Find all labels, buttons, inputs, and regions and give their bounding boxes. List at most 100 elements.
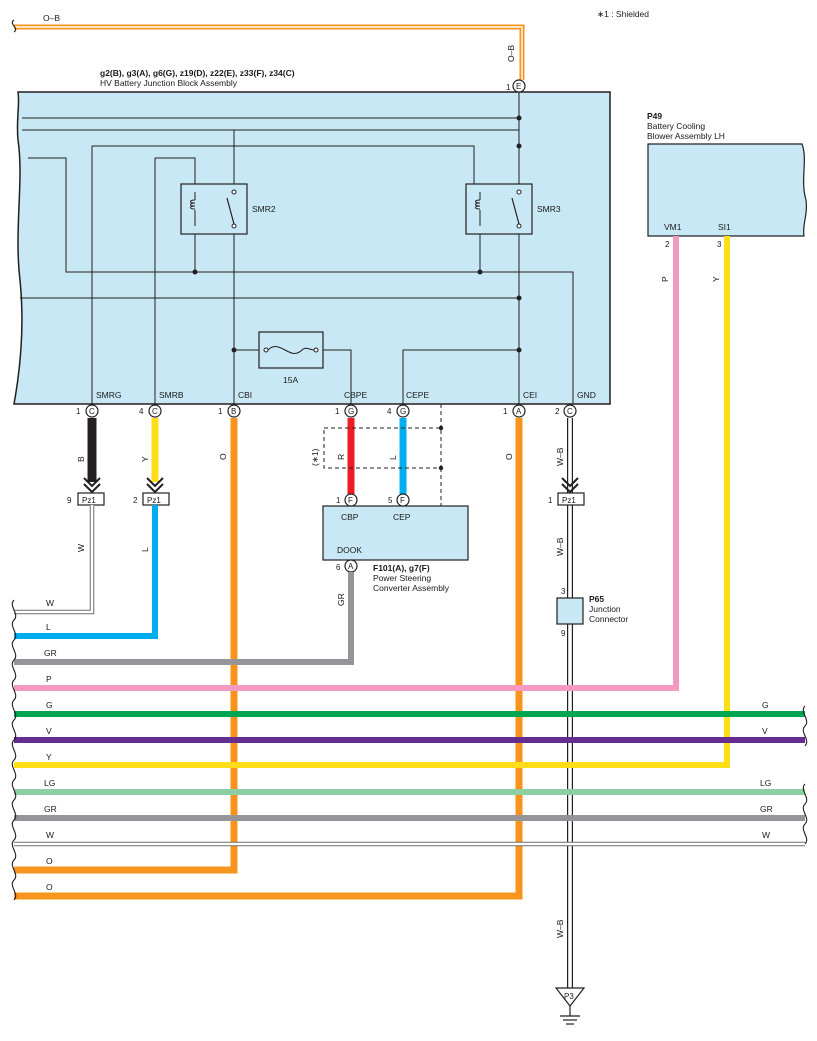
fuse-rating: 15A xyxy=(283,375,298,385)
pz1-connector-3: 1 Pz1 xyxy=(548,492,585,506)
blower-name1: Battery Cooling xyxy=(647,121,705,131)
blower-name2: Blower Assembly LH xyxy=(647,131,725,141)
blower-box xyxy=(647,143,808,237)
converter-pin-cep: 5 F xyxy=(388,493,410,507)
terminal-cbpe-label: CBPE xyxy=(344,390,367,400)
ground-label: P3 xyxy=(564,992,574,1001)
converter-dook-label: DOOK xyxy=(337,545,362,555)
svg-text:Pz1: Pz1 xyxy=(562,496,576,505)
terminal-smrg-connector: 1 C xyxy=(76,404,99,418)
bus-label-w-right: W xyxy=(762,830,770,840)
svg-text:5: 5 xyxy=(388,496,393,505)
svg-text:1: 1 xyxy=(548,496,553,505)
bus-label-lg-right: LG xyxy=(760,778,771,788)
converter-name1: Power Steering xyxy=(373,573,431,583)
fuse-15a xyxy=(258,331,324,369)
svg-text:1: 1 xyxy=(503,407,508,416)
svg-text:A: A xyxy=(348,562,354,571)
svg-text:4: 4 xyxy=(387,407,392,416)
svg-text:E: E xyxy=(516,82,521,91)
wire-label-r: R xyxy=(336,454,346,460)
wire-cei-orange xyxy=(14,418,523,900)
wire-label-o-cbi: O xyxy=(218,453,228,460)
wire-w-from-pz1 xyxy=(14,505,95,615)
svg-text:Pz1: Pz1 xyxy=(147,496,161,505)
junction-pin-top: 3 xyxy=(561,587,566,596)
wire-label-ob-left: O–B xyxy=(43,13,60,23)
svg-text:G: G xyxy=(348,407,354,416)
bus-label-o: O xyxy=(46,856,53,866)
wire-ob-top xyxy=(14,24,525,80)
junction-name1: Junction xyxy=(589,604,621,614)
svg-text:1: 1 xyxy=(218,407,223,416)
hv-block-junction-dots xyxy=(192,115,522,353)
shield-label: (∗1) xyxy=(310,448,320,466)
pz1-connector-1: 9 Pz1 xyxy=(67,492,105,506)
pz1-connector-2: 2 Pz1 xyxy=(133,492,170,506)
hv-block-name: HV Battery Junction Block Assembly xyxy=(100,78,238,88)
relay-smr3 xyxy=(465,183,533,235)
svg-text:G: G xyxy=(400,407,406,416)
svg-text:B: B xyxy=(231,407,236,416)
svg-text:1: 1 xyxy=(76,407,81,416)
terminal-cepe-connector: 4 G xyxy=(387,404,410,418)
converter-cbp-label: CBP xyxy=(341,512,359,522)
wire-l-from-pz1 xyxy=(14,505,158,639)
bus-label-l: L xyxy=(46,622,51,632)
bus-label-v: V xyxy=(46,726,52,736)
bus-label-w: W xyxy=(46,598,54,608)
terminal-cbpe-connector: 1 G xyxy=(335,404,358,418)
chevron-down-icon xyxy=(146,477,164,494)
svg-text:1: 1 xyxy=(336,496,341,505)
svg-text:A: A xyxy=(516,407,522,416)
svg-text:Pz1: Pz1 xyxy=(82,496,96,505)
svg-text:2: 2 xyxy=(555,407,560,416)
terminal-smrg-label: SMRG xyxy=(96,390,122,400)
wire-label-b: B xyxy=(76,456,86,462)
wire-label-o-cei: O xyxy=(504,453,514,460)
bus-label-gr2: GR xyxy=(44,804,57,814)
bus-label-gr: GR xyxy=(44,648,57,658)
left-break-marks xyxy=(11,19,17,901)
chevron-down-icon xyxy=(561,477,579,494)
top-pin-num: 1 xyxy=(506,83,511,92)
wire-y-from-blower xyxy=(14,236,730,768)
svg-text:6: 6 xyxy=(336,563,341,572)
bus-label-o2: O xyxy=(46,882,53,892)
hv-block-connectors: g2(B), g3(A), g6(G), z19(D), z22(E), z33… xyxy=(100,68,295,78)
wire-label-y: Y xyxy=(140,456,150,462)
hv-block-box xyxy=(13,91,611,405)
terminal-cei-connector: 1 A xyxy=(503,404,526,418)
terminal-gnd-connector: 2 C xyxy=(555,404,577,418)
wire-gr-from-converter xyxy=(14,572,354,665)
wire-label-wb-bottom: W–B xyxy=(555,919,565,938)
ground-triangle xyxy=(554,987,586,1007)
junction-pin-bottom: 9 xyxy=(561,629,566,638)
relay-smr2 xyxy=(180,183,248,235)
converter-code: F101(A), g7(F) xyxy=(373,563,430,573)
converter-pin-dook: 6 A xyxy=(336,559,358,573)
shield-note: ∗1 : Shielded xyxy=(597,9,649,19)
svg-text:C: C xyxy=(567,407,573,416)
relay-smr3-label: SMR3 xyxy=(537,204,561,214)
terminal-cbi-connector: 1 B xyxy=(218,404,241,418)
blower-pin-2: 2 xyxy=(665,240,670,249)
converter-pin-cbp: 1 F xyxy=(336,493,358,507)
wire-label-p-vertical: P xyxy=(660,276,670,282)
wire-label-wb-top: W–B xyxy=(555,447,565,466)
relay-smr2-label: SMR2 xyxy=(252,204,276,214)
svg-text:F: F xyxy=(348,496,353,505)
bus-label-y: Y xyxy=(46,752,52,762)
blower-code: P49 xyxy=(647,111,662,121)
svg-text:1: 1 xyxy=(335,407,340,416)
wire-label-gr-vertical: GR xyxy=(336,593,346,606)
bus-label-lg: LG xyxy=(44,778,55,788)
blower-si1-label: SI1 xyxy=(718,222,731,232)
shield-dot-top xyxy=(438,425,444,431)
top-pin-connector: E xyxy=(512,79,526,93)
terminal-cei-label: CEI xyxy=(523,390,537,400)
svg-text:C: C xyxy=(152,407,158,416)
terminal-smrb-connector: 4 C xyxy=(139,404,162,418)
terminal-smrb-label: SMRB xyxy=(159,390,184,400)
